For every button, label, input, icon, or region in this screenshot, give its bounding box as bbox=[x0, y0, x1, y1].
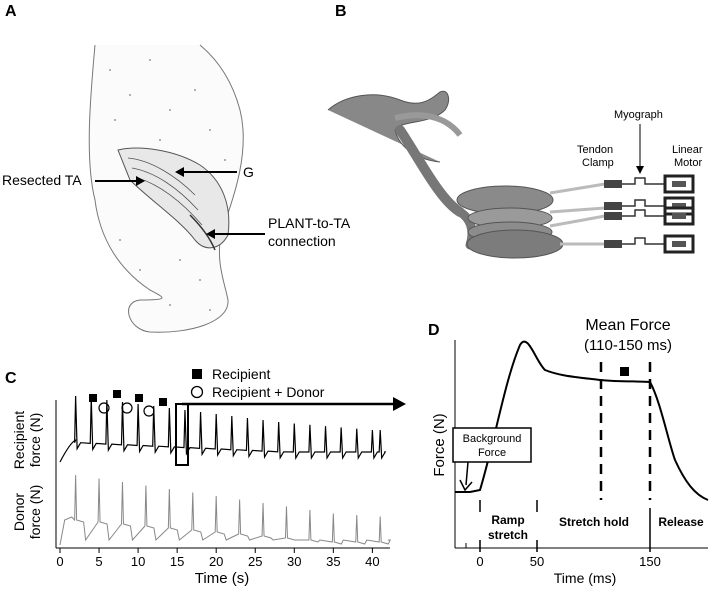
leg-sketch bbox=[88, 44, 244, 333]
background-arrowhead bbox=[459, 479, 473, 492]
background-label-2: Force bbox=[478, 447, 506, 459]
mean-force-marker bbox=[620, 367, 629, 376]
g-label: G bbox=[243, 164, 254, 180]
apparatus-rows bbox=[604, 174, 695, 254]
donor-force-trace bbox=[59, 474, 391, 546]
panel-c-xtick-label: 0 bbox=[56, 554, 63, 569]
mean-force-title: Mean Force bbox=[585, 317, 670, 334]
recipient-markers bbox=[89, 390, 167, 406]
myograph-arrowhead bbox=[636, 166, 644, 174]
d-xtick-50: 50 bbox=[530, 554, 544, 569]
phase-ramp-label-1: Ramp bbox=[491, 513, 524, 527]
panel-c-xtick-label: 20 bbox=[209, 554, 223, 569]
myograph-label: Myograph bbox=[614, 109, 663, 121]
d-xtick-0: 0 bbox=[476, 554, 483, 569]
linear-label: Linear bbox=[672, 144, 703, 156]
donor-ylabel-2: force (N) bbox=[27, 485, 43, 539]
limb-model bbox=[327, 90, 606, 259]
highlight-arrowhead bbox=[393, 397, 406, 411]
connection-label: connection bbox=[268, 233, 336, 249]
panel-c-xtick-label: 35 bbox=[326, 554, 340, 569]
panel-b-letter: B bbox=[335, 3, 347, 20]
panel-c-letter: C bbox=[5, 370, 17, 387]
d-xtick-150: 150 bbox=[639, 554, 661, 569]
panel-d-xlabel: Time (ms) bbox=[554, 570, 616, 586]
resected-ta-arrowhead bbox=[136, 176, 145, 186]
panel-d-ylabel: Force (N) bbox=[431, 413, 448, 476]
legend-recipient-donor-marker bbox=[190, 385, 204, 399]
background-arrow bbox=[465, 461, 469, 486]
phase-hold-label: Stretch hold bbox=[559, 515, 629, 529]
recipient-force-trace bbox=[59, 395, 387, 463]
panel-c-xtick-label: 5 bbox=[95, 554, 102, 569]
phase-release-label: Release bbox=[658, 515, 704, 529]
panel-a-letter: A bbox=[5, 3, 17, 20]
panel-c-xtick-label: 40 bbox=[365, 554, 379, 569]
background-label-1: Background bbox=[463, 433, 522, 445]
panel-c-xlabel: Time (s) bbox=[195, 570, 249, 587]
resected-ta-label: Resected TA bbox=[2, 172, 82, 188]
panel-c-xtick-label: 30 bbox=[287, 554, 301, 569]
panel-c-xticks: 0 5 10 15 20 25 30 35 40 bbox=[56, 548, 380, 569]
legend-recipient-label: Recipient bbox=[212, 366, 270, 382]
panel-d-letter: D bbox=[428, 322, 440, 339]
recipient-ylabel-1: Recipient bbox=[11, 411, 27, 469]
mean-force-window: (110-150 ms) bbox=[584, 337, 672, 354]
background-force-box bbox=[452, 427, 532, 463]
g-arrowhead bbox=[175, 167, 184, 177]
motor-label: Motor bbox=[674, 157, 702, 169]
panel-c-xtick-label: 25 bbox=[248, 554, 262, 569]
plant-arrowhead bbox=[206, 229, 215, 239]
recipient-ylabel-2: force (N) bbox=[27, 413, 43, 467]
panel-d-force-trace bbox=[455, 340, 709, 501]
panel-c-xtick-label: 10 bbox=[131, 554, 145, 569]
tendon-label: Tendon bbox=[577, 144, 613, 156]
phase-ramp-label-2: stretch bbox=[488, 528, 528, 542]
plant-to-ta-label: PLANT-to-TA bbox=[268, 215, 351, 231]
donor-ylabel-1: Donor bbox=[11, 493, 27, 531]
clamp-label: Clamp bbox=[582, 157, 614, 169]
legend-recipient-marker bbox=[192, 369, 202, 379]
legend-recipient-donor-label: Recipient + Donor bbox=[212, 384, 325, 400]
panel-c-xtick-label: 15 bbox=[170, 554, 184, 569]
